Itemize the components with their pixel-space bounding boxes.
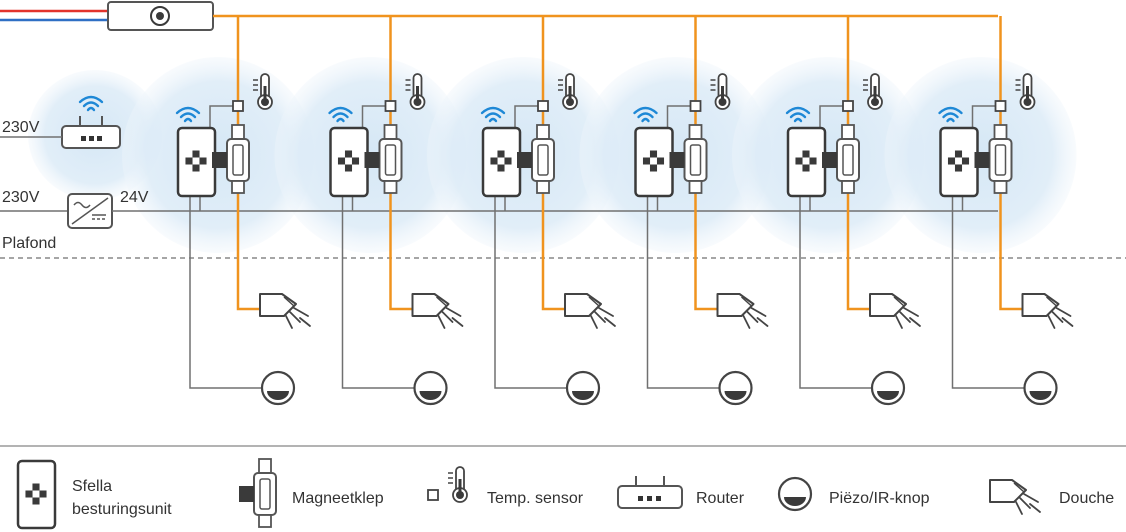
fan-icon [329, 126, 369, 198]
temp-sensor-node [232, 100, 244, 112]
button-icon [718, 370, 753, 406]
mixing-valve-unit [107, 1, 214, 31]
shower-units [175, 16, 1074, 406]
router [61, 116, 121, 149]
shower-unit [785, 16, 921, 406]
sensor-wire [971, 105, 997, 128]
button-icon [870, 370, 906, 406]
fan-icon [176, 126, 217, 198]
fan-icon [634, 126, 674, 198]
button-wire [951, 196, 1025, 389]
button-wire [189, 196, 262, 389]
voltage-label-router: 230V [2, 119, 40, 136]
router-icon [617, 476, 683, 509]
fan-icon [939, 126, 979, 198]
shower-pipe [541, 190, 565, 311]
temp-sensor-node [842, 100, 854, 112]
shower-pipe [236, 190, 260, 311]
temp-sensor-node [384, 100, 397, 112]
voltage-label-mains: 230V [2, 189, 40, 206]
button-wire [341, 196, 415, 389]
temp-sensor-node [994, 100, 1007, 112]
shower-icon [716, 293, 769, 329]
button-icon [413, 370, 448, 406]
button-wire [494, 196, 567, 389]
valve-icon [364, 124, 403, 194]
wifi-icon [78, 95, 104, 112]
button-icon [260, 370, 296, 406]
fan-icon [16, 459, 57, 530]
voltage-label-low: 24V [120, 189, 149, 206]
valve-icon [239, 458, 277, 528]
shower-unit [633, 16, 769, 406]
mixer-knob-icon [150, 6, 170, 26]
shower-pipe [694, 190, 718, 311]
thermometer-icon [253, 73, 273, 110]
temp-sensor-node [689, 100, 702, 112]
wifi-icon [480, 106, 506, 123]
sensor-wire [209, 105, 234, 128]
button-icon [777, 476, 813, 512]
legend-router: Router [696, 490, 745, 507]
button-wire [646, 196, 720, 389]
shower-icon [1021, 293, 1074, 329]
wifi-icon [328, 106, 353, 123]
shower-pipe [999, 190, 1023, 311]
wifi-icon [175, 106, 201, 123]
legend-button: Piëzo/IR-knop [829, 490, 930, 507]
valve-icon [517, 124, 555, 194]
shower-unit [328, 16, 464, 406]
wifi-icon [633, 106, 658, 123]
shower-icon [259, 293, 311, 329]
legend: Sfella besturingsunit Magneetklep Temp. … [16, 458, 1114, 530]
ceiling-label: Plafond [2, 235, 56, 252]
shower-icon [989, 479, 1041, 515]
button-icon [1023, 370, 1058, 406]
wifi-icon [785, 106, 811, 123]
legend-control-unit-line1: Sfella [72, 478, 112, 495]
sensor-wire [666, 105, 692, 128]
thermometer-icon [427, 466, 468, 503]
thermometer-icon [1015, 73, 1036, 110]
valve-icon [974, 124, 1013, 194]
legend-temp-sensor: Temp. sensor [487, 490, 584, 507]
shower-unit [175, 16, 311, 406]
shower-pipe [389, 190, 413, 311]
legend-shower: Douche [1059, 490, 1114, 507]
fan-icon [481, 126, 522, 198]
thermometer-icon [710, 73, 731, 110]
transformer-icon [67, 193, 113, 229]
sensor-wire [819, 105, 844, 128]
shower-unit [480, 16, 616, 406]
shower-unit [938, 16, 1074, 406]
button-icon [565, 370, 601, 406]
button-wire [799, 196, 872, 389]
thermometer-icon [405, 73, 426, 110]
shower-icon [411, 293, 464, 329]
shower-icon [564, 293, 616, 329]
valve-icon [212, 124, 250, 194]
temp-sensor-node [537, 100, 549, 112]
sensor-wire [361, 105, 387, 128]
thermometer-icon [558, 73, 578, 110]
valve-icon [822, 124, 860, 194]
valve-icon [669, 124, 708, 194]
shower-pipe [846, 190, 870, 311]
shower-icon [869, 293, 921, 329]
thermometer-icon [863, 73, 883, 110]
legend-valve: Magneetklep [292, 490, 384, 507]
wifi-icon [938, 106, 963, 123]
fan-icon [786, 126, 827, 198]
legend-control-unit-line2: besturingsunit [72, 501, 172, 518]
sensor-wire [514, 105, 539, 128]
